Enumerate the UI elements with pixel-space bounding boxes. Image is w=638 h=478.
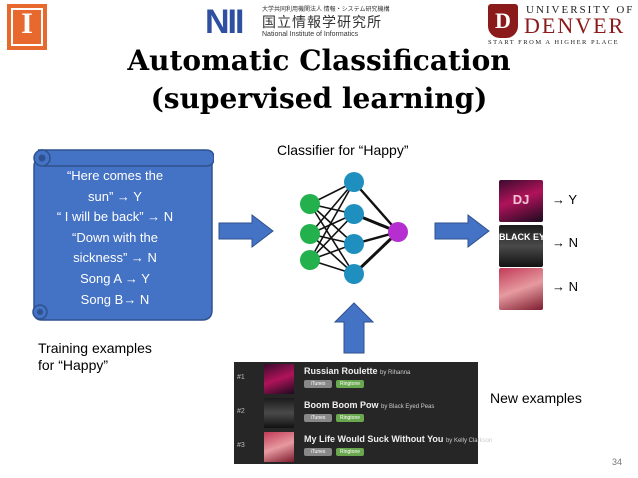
- album-thumb-1: DJ: [499, 180, 543, 222]
- nii-logo-top-line: 大学共同利用機関法人 情報・システム研究機構: [262, 7, 390, 13]
- classifier-label: Classifier for “Happy”: [277, 142, 409, 158]
- song-row: #2 Boom Boom Pow by Black Eyed Peas iTun…: [234, 396, 478, 430]
- training-line: Song A → Y: [80, 270, 150, 286]
- training-examples-label-2: for “Happy”: [38, 357, 109, 373]
- song-row: #1 Russian Roulette by Rihanna iTunes Ri…: [234, 362, 478, 396]
- song-artist: by Kelly Clarkson: [445, 438, 493, 444]
- nii-logo-mark: NII: [205, 3, 244, 41]
- denver-logo-university: UNIVERSITY OF: [526, 4, 635, 16]
- album-thumb-2: BLACK EYED PEAS: [499, 225, 585, 267]
- hidden-node: [344, 264, 364, 284]
- song-title-text: Russian Roulette: [304, 366, 378, 376]
- training-examples-text: “Here comes the sun” → Y “ I will be bac…: [40, 166, 190, 331]
- nii-logo-japanese-name: 国立情報学研究所: [262, 14, 382, 30]
- album-thumb-2-text: BLACK EYED PEAS: [499, 232, 585, 242]
- page-number: 34: [612, 457, 623, 467]
- ringtone-button[interactable]: Ringtone: [336, 414, 364, 422]
- up-arrow-icon: [334, 302, 374, 354]
- song-title: Boom Boom Pow by Black Eyed Peas: [304, 400, 434, 410]
- new-examples-label: New examples: [490, 390, 582, 406]
- illinois-logo: I: [7, 4, 47, 50]
- input-node: [300, 250, 320, 270]
- hidden-node: [344, 204, 364, 224]
- song-title-text: Boom Boom Pow: [304, 400, 379, 410]
- song-title: Russian Roulette by Rihanna: [304, 366, 410, 376]
- ringtone-button[interactable]: Ringtone: [336, 448, 364, 456]
- illinois-logo-glyph: I: [21, 7, 33, 40]
- training-line: “Here comes the: [66, 168, 164, 183]
- hidden-node: [344, 234, 364, 254]
- output-result-2: → N: [552, 235, 578, 250]
- song-row: #3 My Life Would Suck Without You by Kel…: [234, 430, 492, 464]
- output-result-3: → N: [552, 279, 578, 294]
- training-examples-label: Training examples: [38, 340, 152, 356]
- denver-logo-name: DENVER: [524, 13, 626, 38]
- input-nodes: [300, 194, 320, 270]
- hidden-nodes: [344, 172, 364, 284]
- training-examples-scroll: [32, 149, 214, 321]
- song-thumb: [264, 364, 294, 394]
- denver-logo-tagline: START FROM A HIGHER PLACE: [488, 39, 620, 46]
- training-line: Song B→ N: [80, 291, 150, 307]
- input-node: [300, 224, 320, 244]
- training-line: “ I will be back” → N: [56, 209, 174, 225]
- song-title-text: My Life Would Suck Without You: [304, 434, 444, 444]
- hidden-node: [344, 172, 364, 192]
- ringtone-button[interactable]: Ringtone: [336, 380, 364, 388]
- right-arrow-icon: [218, 214, 274, 248]
- output-node: [388, 222, 408, 242]
- album-thumb-1-text: DJ: [512, 192, 530, 207]
- slide-title-line-1: Automatic Classification: [127, 44, 511, 77]
- song-rank: #2: [237, 408, 245, 415]
- itunes-button[interactable]: iTunes: [304, 380, 332, 388]
- song-rank: #1: [237, 374, 245, 381]
- new-examples-panel: #1 Russian Roulette by Rihanna iTunes Ri…: [234, 362, 492, 464]
- training-line: sun” → Y: [88, 188, 142, 204]
- training-line: “Down with the: [72, 229, 158, 245]
- denver-shield-icon: D: [488, 4, 518, 38]
- album-thumb-3: [499, 268, 543, 310]
- output-result-1: → Y: [552, 192, 578, 207]
- training-line: ………: [95, 312, 135, 328]
- song-rank: #3: [237, 442, 245, 449]
- song-artist: by Rihanna: [380, 370, 411, 376]
- song-artist: by Black Eyed Peas: [381, 404, 435, 410]
- denver-logo: D UNIVERSITY OF DENVER START FROM A HIGH…: [488, 2, 636, 46]
- input-node: [300, 194, 320, 214]
- slide-title-line-2: (supervised learning): [150, 82, 488, 115]
- training-line: sickness” → N: [73, 250, 157, 266]
- nii-logo-english-name: National Institute of Informatics: [262, 31, 359, 38]
- denver-shield-letter: D: [495, 8, 511, 33]
- neural-network-diagram: [300, 172, 408, 284]
- itunes-button[interactable]: iTunes: [304, 414, 332, 422]
- nii-logo: NII 大学共同利用機関法人 情報・システム研究機構 国立情報学研究所 Nati…: [205, 3, 405, 43]
- song-thumb: [264, 432, 294, 462]
- right-arrow-icon: [434, 214, 490, 248]
- itunes-button[interactable]: iTunes: [304, 448, 332, 456]
- song-title: My Life Would Suck Without You by Kelly …: [304, 434, 492, 444]
- song-thumb: [264, 398, 294, 428]
- network-edges: [309, 181, 400, 276]
